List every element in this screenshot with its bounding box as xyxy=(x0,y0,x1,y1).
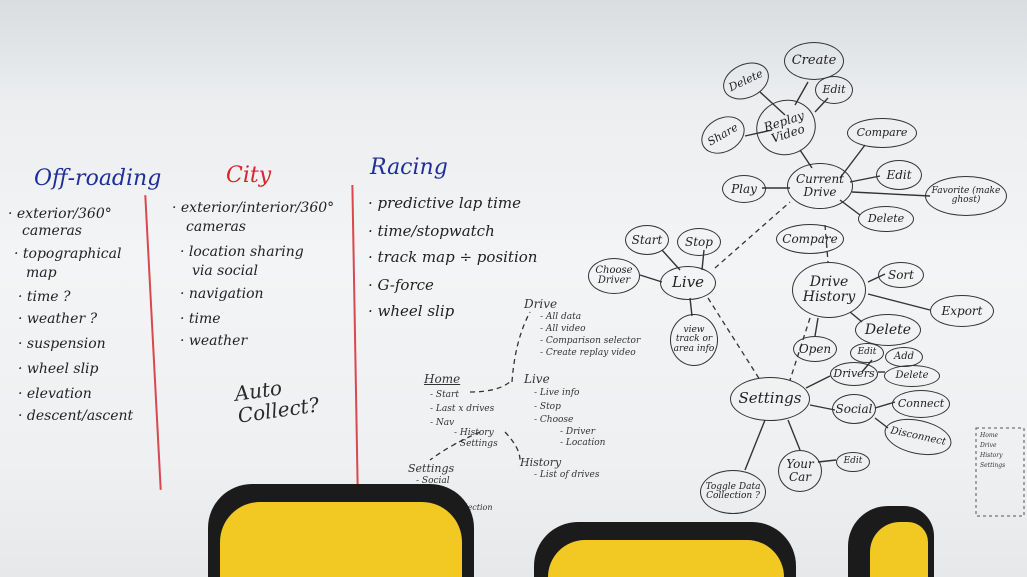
sticky-item: History xyxy=(980,452,1003,459)
sitemap-home-title: Home xyxy=(424,372,461,386)
mindmap-node-favorite: Favorite (make ghost) xyxy=(925,176,1007,216)
mindmap-node-edit-current: Edit xyxy=(876,160,922,190)
mindmap-node-play: Play xyxy=(722,175,766,203)
mindmap-node-current-drive: Current Drive xyxy=(787,163,853,209)
racing-item: · G-force xyxy=(368,276,434,294)
mindmap-node-settings: Settings xyxy=(730,377,810,421)
sitemap-settings-title: Settings xyxy=(408,462,455,475)
offroading-item: cameras xyxy=(22,223,82,239)
mindmap-node-add: Add xyxy=(885,347,923,367)
sitemap-live-item: - Stop xyxy=(534,402,561,412)
sticky-item: Settings xyxy=(980,462,1006,469)
city-item: via social xyxy=(192,263,258,279)
sticky-note: Home Drive History Settings xyxy=(978,430,1022,514)
sitemap-home-item: - History xyxy=(454,428,494,438)
offroading-item: · elevation xyxy=(18,386,92,402)
sitemap-home-item: - Last x drives xyxy=(430,404,495,414)
city-title: City xyxy=(226,163,272,188)
offroading-item: · time ? xyxy=(18,289,71,305)
mindmap-node-edit-drivers: Edit xyxy=(850,343,884,363)
sitemap-live-item: - Choose xyxy=(534,415,574,425)
sitemap-drive-item: - Comparison selector xyxy=(540,336,641,346)
city-item: · exterior/interior/360° xyxy=(172,200,335,216)
offroading-item: · wheel slip xyxy=(18,361,99,377)
mindmap-node-view-track: view track or area info xyxy=(670,314,718,366)
offroading-item: · exterior/360° xyxy=(8,206,112,222)
sitemap-live-item: - Driver xyxy=(560,427,596,437)
mindmap-node-edit-car: Edit xyxy=(836,452,870,472)
mindmap-node-delete-drivers: Delete xyxy=(884,365,940,387)
sticky-item: Home xyxy=(980,432,999,439)
sitemap-drive-item: - All data xyxy=(540,312,582,322)
sitemap-drive-item: - Create replay video xyxy=(540,348,636,358)
offroading-item: · suspension xyxy=(18,336,106,352)
offroading-item: map xyxy=(26,265,57,281)
mindmap-node-drive-history: Drive History xyxy=(792,262,866,318)
mindmap-node-your-car: Your Car xyxy=(778,450,822,492)
mindmap-node-create: Create xyxy=(784,42,844,80)
city-item: · location sharing xyxy=(180,244,304,260)
mindmap-node-delete-current: Delete xyxy=(858,206,914,232)
city-item: · weather xyxy=(180,333,248,349)
city-item: · time xyxy=(180,311,221,327)
mindmap-node-edit: Edit xyxy=(815,76,853,104)
sticky-item: Drive xyxy=(980,442,997,449)
racing-title: Racing xyxy=(370,155,448,180)
sitemap-live-item: - Location xyxy=(560,438,606,448)
chair-left-seat xyxy=(220,502,462,577)
racing-item: · track map ÷ position xyxy=(368,248,538,266)
racing-item: · wheel slip xyxy=(368,302,455,320)
mindmap-node-choose-driver: Choose Driver xyxy=(588,258,640,294)
mindmap-node-compare-current: Compare xyxy=(776,224,844,254)
sitemap-history-item: - List of drives xyxy=(534,470,600,480)
sitemap-home-item: - Settings xyxy=(454,439,498,449)
mindmap-node-social: Social xyxy=(832,394,876,424)
sitemap-home-item: - Nav xyxy=(430,418,455,428)
city-note: Auto Collect? xyxy=(233,375,321,428)
chair-right-seat xyxy=(870,522,928,577)
mindmap-node-live: Live xyxy=(660,266,716,300)
mindmap-node-stop: Stop xyxy=(677,228,721,256)
sitemap-history-title: History xyxy=(520,456,562,469)
mindmap-node-export: Export xyxy=(930,295,994,327)
offroading-title: Off-roading xyxy=(34,166,162,191)
mindmap-node-toggle: Toggle Data Collection ? xyxy=(700,470,766,514)
sitemap-settings-item: - Social xyxy=(416,476,450,486)
offroading-item: · weather ? xyxy=(18,311,98,327)
sitemap-settings-item: ...ollection xyxy=(450,503,493,512)
mindmap-node-start: Start xyxy=(625,225,669,255)
racing-item: · predictive lap time xyxy=(368,194,521,212)
chair-middle-seat xyxy=(548,540,784,577)
mindmap-node-compare: Compare xyxy=(847,118,917,148)
mindmap-node-open: Open xyxy=(793,336,837,362)
mindmap-node-connect: Connect xyxy=(892,390,950,418)
sitemap-drive-item: - All video xyxy=(540,324,586,334)
sitemap-live-item: - Live info xyxy=(534,388,580,398)
city-item: cameras xyxy=(186,219,246,235)
sitemap-drive-title: Drive xyxy=(524,297,558,311)
offroading-item: · descent/ascent xyxy=(18,408,134,424)
mindmap-node-sort: Sort xyxy=(878,262,924,288)
racing-item: · time/stopwatch xyxy=(368,222,495,240)
city-item: · navigation xyxy=(180,286,264,302)
sitemap-home-item: - Start xyxy=(430,390,459,400)
sitemap-live-title: Live xyxy=(524,372,550,386)
offroading-item: · topographical xyxy=(14,246,122,262)
mindmap-node-drivers: Drivers xyxy=(830,362,878,386)
mindmap-node-delete-history: Delete xyxy=(855,314,921,346)
